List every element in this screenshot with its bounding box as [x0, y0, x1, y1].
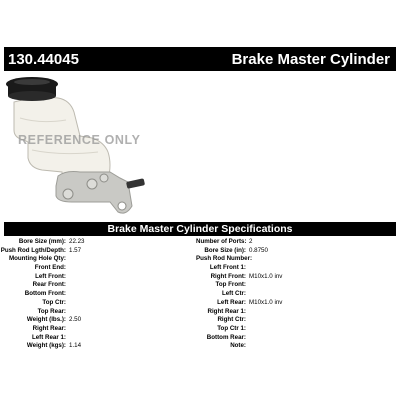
spec-label: Mounting Hole Qty:: [8, 255, 66, 263]
spec-label: Top Ctr 1:: [217, 324, 246, 332]
spec-label: Bore Size (mm):: [18, 238, 66, 245]
spec-label: Top Front:: [215, 281, 246, 289]
spec-label: Bore Size (in):: [204, 246, 246, 254]
reference-only-watermark: REFERENCE ONLY: [18, 133, 141, 147]
spec-label: Bottom Rear:: [206, 333, 246, 341]
mounting-hole: [117, 201, 127, 211]
reservoir-shape: [13, 95, 111, 193]
cylinder-body: [55, 171, 133, 214]
spec-label: Weight (lbs.):: [26, 316, 66, 324]
spec-label: Left Front 1:: [209, 264, 246, 272]
spec-label: Push Rod Number:: [196, 255, 253, 263]
spec-value: 2.50: [69, 316, 82, 324]
spec-label: Top Rear:: [37, 307, 66, 315]
header-bar: 130.44045 Brake Master Cylinder: [4, 47, 396, 71]
spec-label: Note:: [230, 342, 246, 350]
part-number: 130.44045: [8, 50, 79, 68]
push-rod: [126, 178, 145, 189]
spec-label: Bottom Front:: [24, 290, 66, 298]
spec-label: Left Rear:: [217, 298, 246, 306]
spec-label: Left Rear 1:: [31, 333, 66, 341]
spec-label: Left Ctr:: [221, 290, 246, 298]
spec-value: 1.57: [69, 246, 82, 254]
spec-label: Top Ctr:: [42, 298, 66, 306]
spec-value: 0.8750: [249, 246, 268, 254]
spec-label: Rear Front:: [32, 281, 66, 289]
spec-label: Right Front:: [210, 272, 246, 280]
spec-label: Weight (kgs):: [26, 342, 66, 350]
outlet-port-1: [62, 188, 74, 200]
master-cylinder-image: [6, 77, 145, 214]
spec-value: 22.23: [69, 238, 85, 245]
spec-value: 1.14: [69, 342, 82, 350]
spec-value: M10x1.0 inv: [249, 272, 283, 280]
part-name: Brake Master Cylinder: [231, 50, 390, 68]
spec-value: M10x1.0 inv: [249, 298, 283, 306]
spec-label: Push Rod Lgth/Depth:: [0, 246, 66, 254]
specifications-title: Brake Master Cylinder Specifications: [4, 222, 396, 236]
spec-label: Right Rear 1:: [207, 307, 246, 315]
spec-label: Left Front:: [35, 272, 66, 280]
spec-value: 2: [249, 238, 253, 245]
spec-label: Right Ctr:: [217, 316, 246, 324]
spec-label: Number of Ports:: [196, 238, 247, 245]
outlet-port-2: [86, 178, 98, 190]
spec-label: Right Rear:: [32, 324, 66, 332]
spec-label: Front End:: [34, 264, 66, 272]
